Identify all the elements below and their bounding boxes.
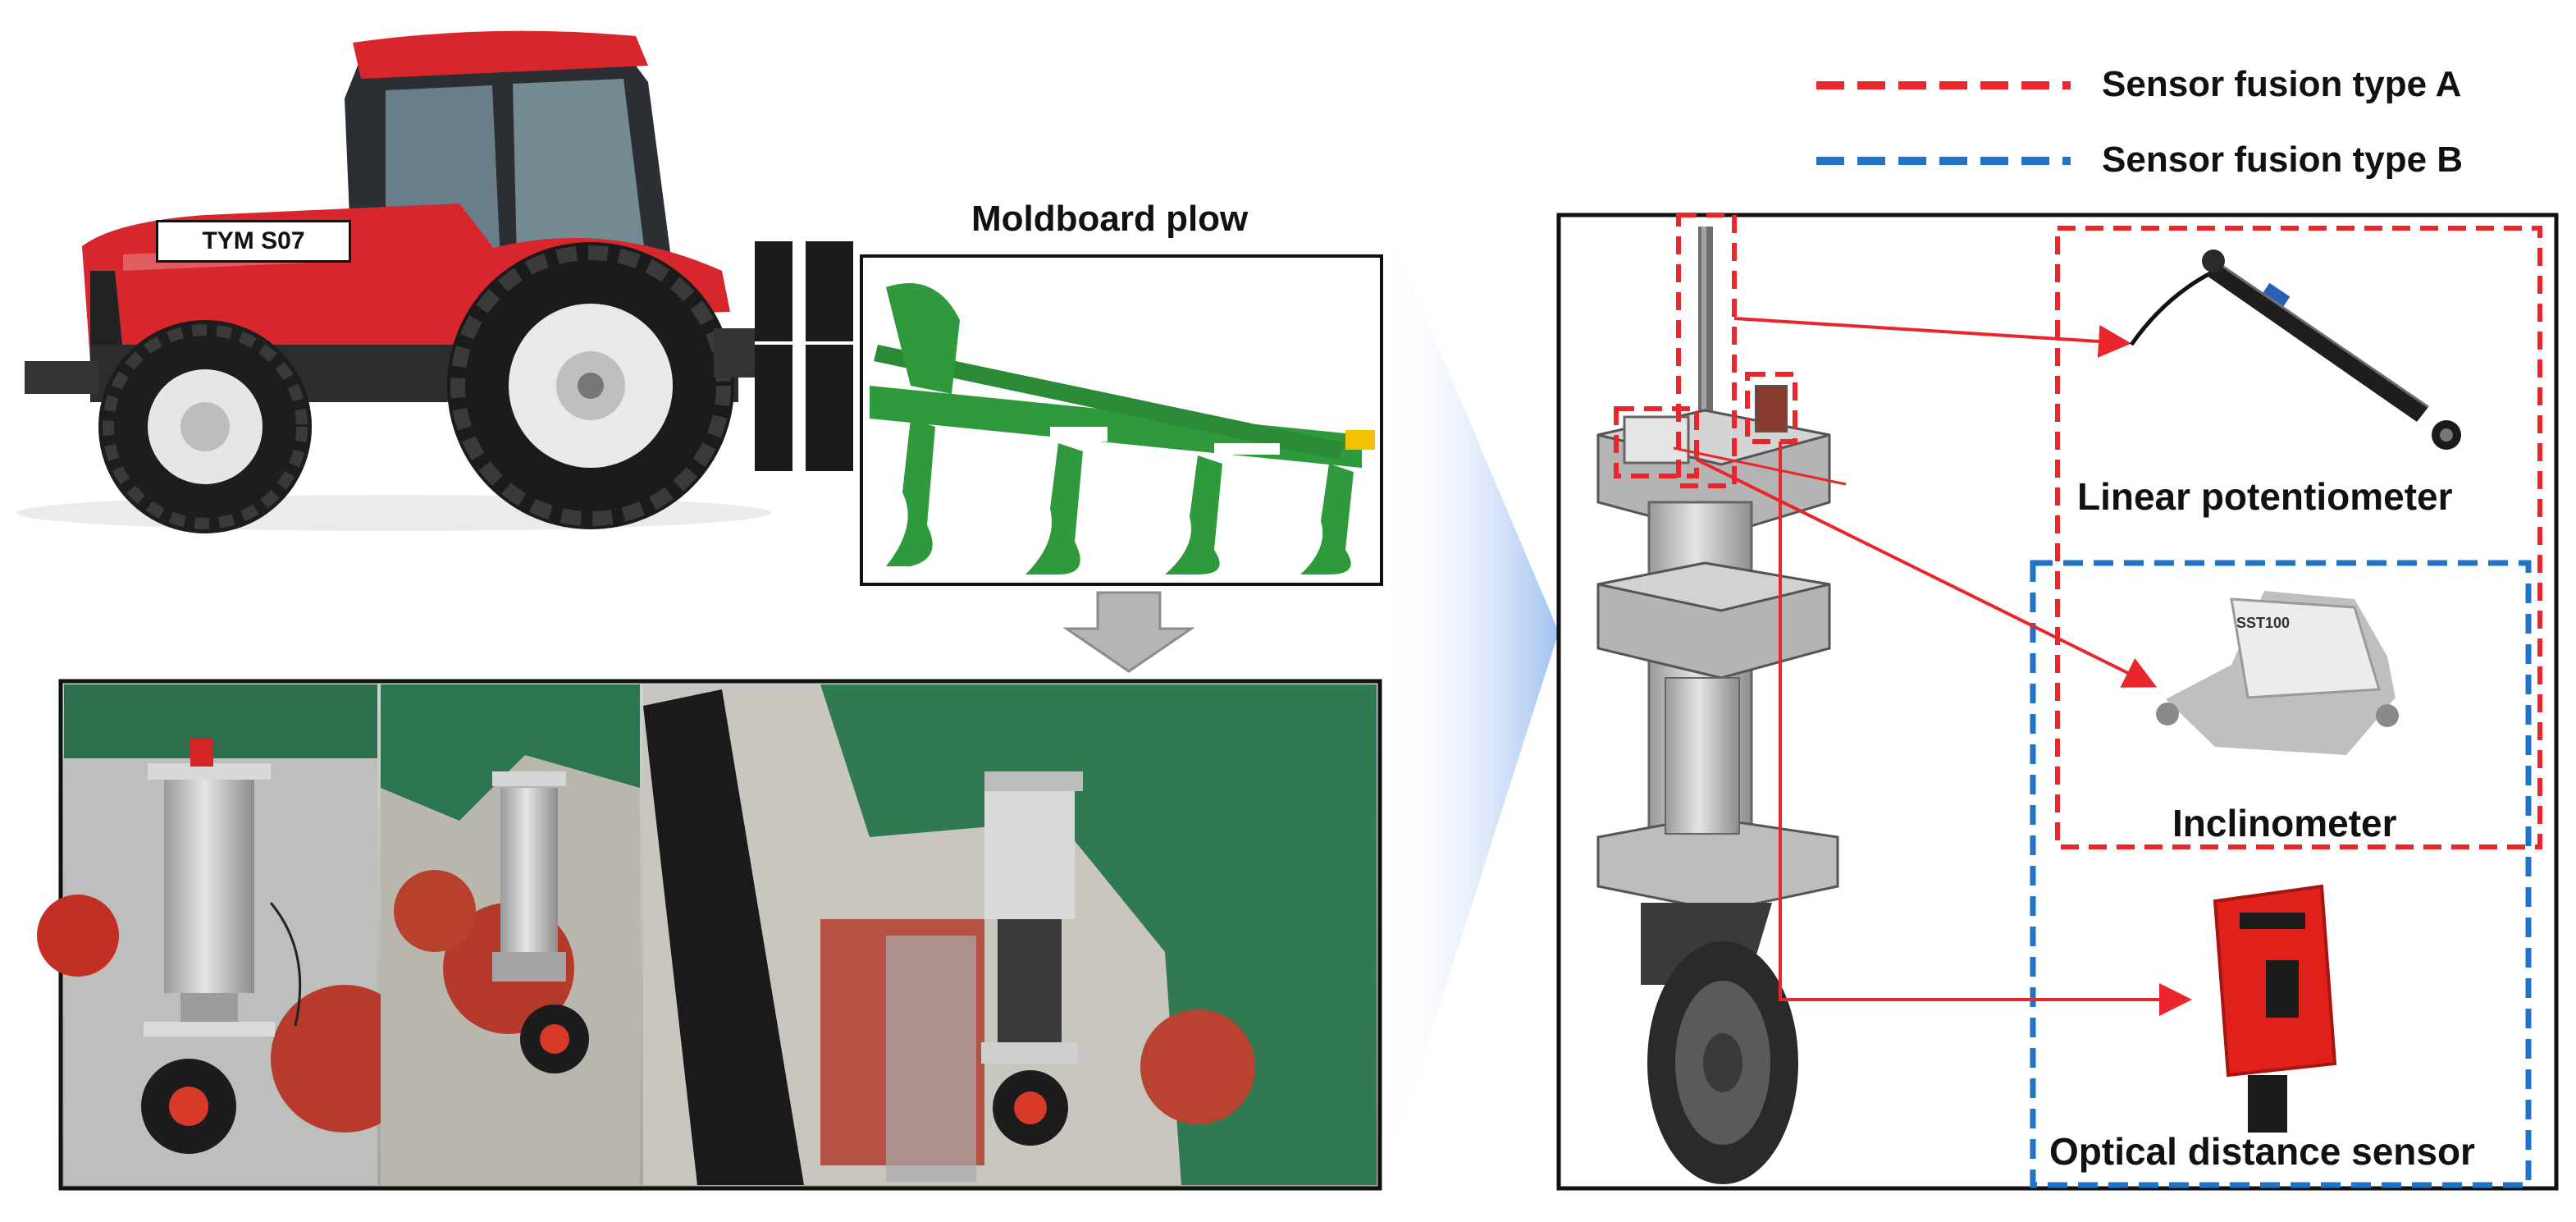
inclinometer-image: SST100 [2156,591,2399,755]
sensor-detail-panel: SST100 [1556,213,2559,1191]
label-inclinometer: Inclinometer [2172,802,2397,844]
type-a-box-potentiometer-shaft [1676,213,1737,488]
installation-photos [37,679,1382,1191]
type-a-box-inclinometer-mount [1614,406,1699,478]
legend-label-type-a: Sensor fusion type A [2102,64,2462,104]
arrow-to-inclinometer [1696,458,2158,688]
down-arrow [1062,591,1195,673]
photo-1 [37,684,418,1185]
label-linear-potentiometer: Linear potentiometer [2077,475,2453,518]
type-b-group-box [2030,560,2532,1188]
arrow-to-optical [1779,442,2192,1016]
legend-label-type-b: Sensor fusion type B [2102,140,2464,180]
light-beam [1382,213,1559,1188]
linear-potentiometer-image [2129,249,2461,450]
tractor-illustration [16,30,771,533]
photo-2 [381,684,640,1185]
legend [1816,81,2071,165]
type-a-regions [1614,213,2542,849]
connector-arrows [1673,317,2192,1016]
optical-sensor-image [2213,884,2337,1133]
type-a-group-box [2055,226,2542,849]
photo-3 [643,684,1377,1185]
label-optical-distance-sensor: Optical distance sensor [2049,1130,2475,1173]
cad-sensor-assembly [1596,227,1839,1184]
tractor-model-tag: TYM S07 [156,220,351,263]
type-a-box-optical-mount [1745,372,1797,444]
plow-title: Moldboard plow [971,199,1249,239]
inclinometer-model-text: SST100 [2236,615,2290,631]
hitch-plates [755,241,853,471]
plow-photo [860,254,1383,586]
arrow-to-potentiometer [1733,317,2131,358]
